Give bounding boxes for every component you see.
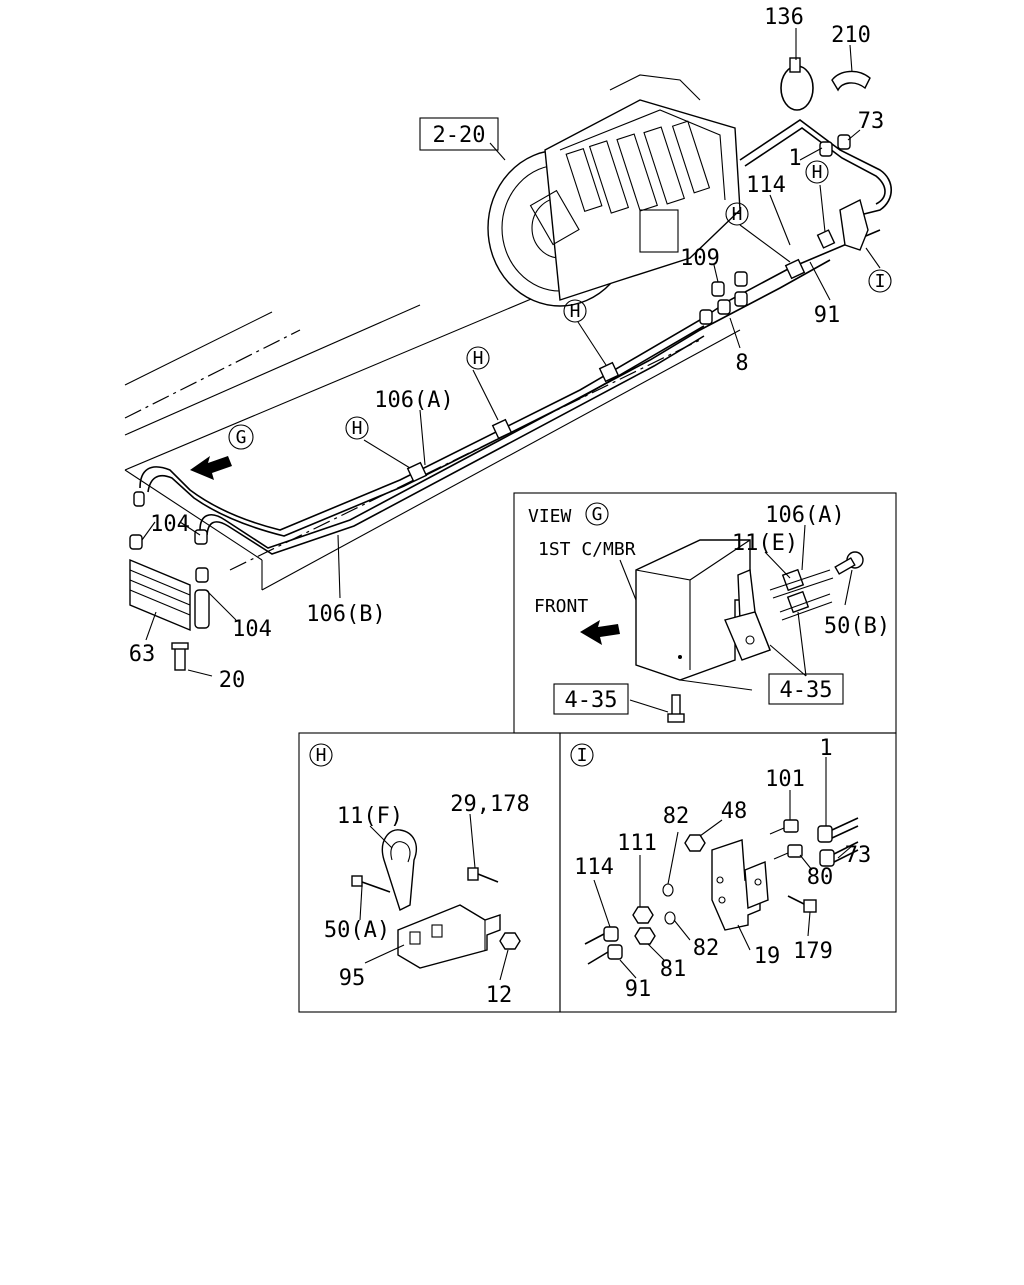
svg-text:H: H: [473, 348, 484, 369]
view-g-callout-106a: 106(A): [765, 503, 844, 528]
detail-i-callout-19: 19: [754, 944, 781, 969]
detail-h-callout-50a: 50(A): [324, 918, 390, 943]
callout-1: 1: [788, 146, 801, 171]
callout-106b: 106(B): [306, 602, 385, 627]
detail-h-callout-11f: 11(F): [337, 804, 403, 829]
detail-i-callout-81: 81: [660, 957, 687, 982]
detail-i-callout-82-lower: 82: [693, 936, 720, 961]
ref-box-4-35-right: [768, 673, 844, 705]
marker-h-4: H: [725, 202, 749, 226]
detail-i-callout-101: 101: [765, 767, 805, 792]
callout-136: 136: [764, 5, 804, 30]
marker-h-1: H: [345, 416, 369, 440]
detail-h-marker: H: [316, 745, 327, 766]
svg-text:G: G: [236, 427, 247, 448]
view-g-ref-left: 4-35: [565, 688, 618, 713]
callout-210: 210: [831, 23, 871, 48]
view-g-callout-50b: 50(B): [824, 614, 890, 639]
view-g-marker: G: [592, 504, 603, 525]
callout-106a: 106(A): [374, 388, 453, 413]
detail-i-callout-82-upper: 82: [663, 804, 690, 829]
view-g-panel: VIEW G 1ST C/MBR FRONT: [513, 492, 897, 734]
detail-h-callout-29-178: 29,178: [450, 792, 529, 817]
marker-h-5: H: [805, 160, 829, 184]
frame-rail: [124, 269, 741, 591]
svg-text:H: H: [732, 204, 743, 225]
callout-114: 114: [746, 173, 786, 198]
callout-91: 91: [814, 303, 841, 328]
callout-8: 8: [735, 351, 748, 376]
svg-text:2-20: 2-20: [433, 123, 486, 148]
callout-109: 109: [680, 246, 720, 271]
marker-g-main: G: [228, 424, 254, 450]
ref-box-2-20: 2-20: [419, 117, 499, 151]
clamp-136: [780, 57, 814, 111]
callout-104-upper: 104: [150, 512, 190, 537]
transmission: [487, 74, 741, 307]
view-g-callout-11e: 11(E): [732, 531, 798, 556]
ref-box-4-35-left: [553, 683, 629, 715]
grommet-210: [831, 70, 871, 92]
callout-104-lower: 104: [232, 617, 272, 642]
detail-i-callout-73: 73: [845, 843, 872, 868]
view-g-member-label: 1ST C/MBR: [538, 539, 636, 560]
callout-63: 63: [129, 642, 156, 667]
marker-h-2: H: [466, 346, 490, 370]
front-arrow-main: [190, 456, 232, 480]
oil-cooler: [129, 491, 210, 671]
oil-lines: [139, 119, 893, 555]
detail-i-callout-111: 111: [617, 831, 657, 856]
fittings-main: [699, 134, 869, 325]
detail-i-callout-91: 91: [625, 977, 652, 1002]
detail-i-callout-114: 114: [574, 855, 614, 880]
detail-i-marker: I: [577, 745, 588, 766]
view-g-title: VIEW: [528, 506, 572, 527]
detail-i-callout-1: 1: [819, 736, 832, 761]
view-g-ref-right: 4-35: [780, 678, 833, 703]
detail-h-panel: H 11(F) 29,178 50(A) 95 12: [298, 732, 561, 1013]
detail-i-callout-48: 48: [721, 799, 748, 824]
detail-i-callout-179: 179: [793, 939, 833, 964]
callout-73: 73: [858, 109, 885, 134]
clamps-main: [406, 229, 836, 483]
detail-h-callout-12: 12: [486, 983, 513, 1008]
svg-text:H: H: [812, 162, 823, 183]
view-g-front-label: FRONT: [534, 596, 588, 617]
detail-i-callout-80: 80: [807, 865, 834, 890]
svg-text:H: H: [570, 301, 581, 322]
marker-i-main: I: [868, 269, 892, 293]
callout-20: 20: [219, 668, 246, 693]
detail-i-panel: I: [559, 732, 897, 1013]
svg-text:H: H: [352, 418, 363, 439]
leaders-main: [141, 28, 881, 677]
svg-text:I: I: [875, 271, 886, 292]
detail-h-callout-95: 95: [339, 966, 366, 991]
view-g-front-arrow: [580, 620, 620, 645]
marker-h-3: H: [563, 299, 587, 323]
